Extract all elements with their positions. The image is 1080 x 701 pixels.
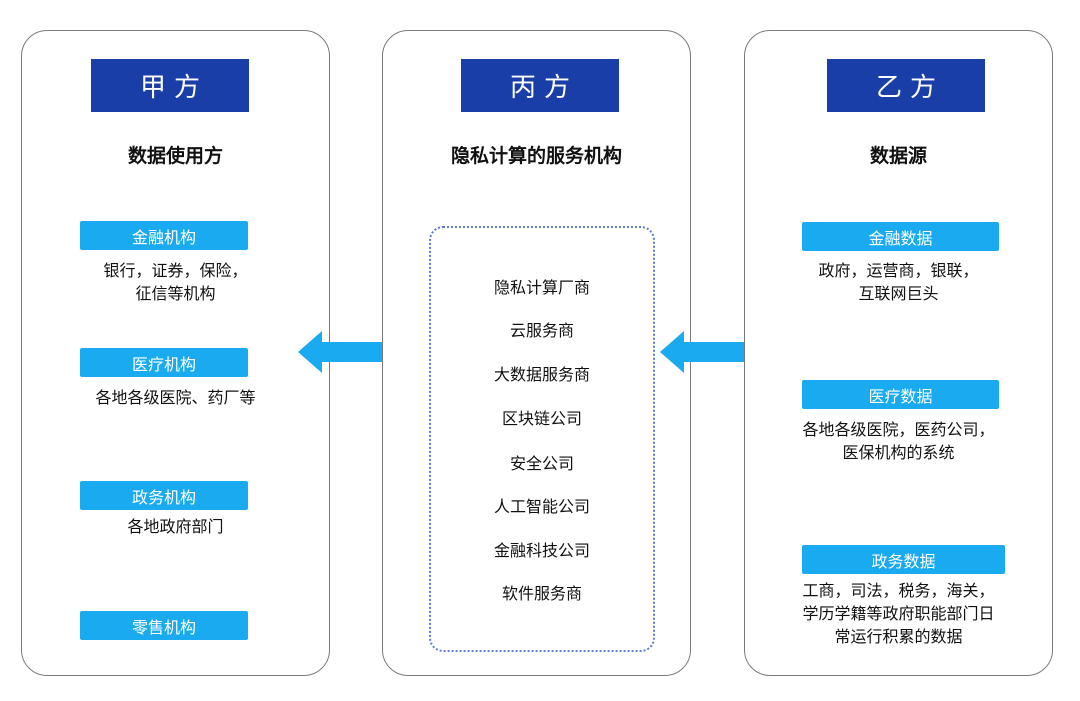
service-item: 隐私计算厂商 (493, 278, 590, 297)
service-item: 云服务商 (509, 321, 574, 340)
desc-line: 政府，运营商，银联， (818, 261, 979, 280)
desc-line: 互联网巨头 (858, 284, 939, 303)
party-b-header: 乙方 (827, 59, 985, 112)
party-c-header: 丙方 (461, 59, 619, 112)
data-user-title: 数据使用方 (127, 145, 223, 167)
desc-line: 各地各级医院，医药公司， (802, 420, 995, 439)
financial-data-desc: 政府，运营商，银联， 互联网巨头 (745, 259, 1052, 305)
financial-institution-desc: 银行，证券，保险， 征信等机构 (22, 259, 329, 305)
service-provider-title: 隐私计算的服务机构 (450, 145, 622, 167)
government-institution-badge: 政务机构 (80, 481, 248, 510)
service-item: 软件服务商 (501, 584, 582, 603)
government-data-badge: 政务数据 (802, 545, 1005, 574)
service-provider-panel: 丙方 隐私计算的服务机构 隐私计算厂商 云服务商 大数据服务商 区块链公司 安全… (382, 30, 691, 676)
financial-institution-badge: 金融机构 (80, 221, 248, 250)
double-arrow-icon (660, 331, 776, 373)
medical-institution-desc: 各地各级医院、药厂等 (22, 386, 329, 409)
medical-institution-badge: 医疗机构 (80, 348, 248, 377)
desc-line: 医保机构的系统 (842, 443, 955, 462)
data-source-title: 数据源 (869, 145, 927, 167)
desc-line: 工商，司法，税务，海关， (802, 581, 995, 600)
double-arrow-icon (298, 331, 414, 373)
desc-line: 学历学籍等政府职能部门日 (802, 604, 995, 623)
desc-line: 银行，证券，保险， (103, 261, 248, 280)
desc-line: 各地政府部门 (127, 517, 224, 536)
government-institution-desc: 各地政府部门 (22, 515, 329, 538)
service-item: 人工智能公司 (493, 497, 590, 516)
service-item: 金融科技公司 (493, 541, 590, 560)
service-item: 安全公司 (509, 454, 574, 473)
desc-line: 征信等机构 (135, 284, 216, 303)
desc-line: 常运行积累的数据 (834, 627, 963, 646)
party-a-header: 甲方 (91, 59, 249, 112)
financial-data-badge: 金融数据 (802, 222, 999, 251)
services-list-box: 隐私计算厂商 云服务商 大数据服务商 区块链公司 安全公司 人工智能公司 金融科… (429, 226, 655, 652)
data-source-panel: 乙方 数据源 金融数据 政府，运营商，银联， 互联网巨头 医疗数据 各地各级医院… (744, 30, 1053, 676)
data-user-panel: 甲方 数据使用方 金融机构 银行，证券，保险， 征信等机构 医疗机构 各地各级医… (21, 30, 330, 676)
service-item: 区块链公司 (501, 409, 582, 428)
retail-institution-badge: 零售机构 (80, 611, 248, 640)
desc-line: 各地各级医院、药厂等 (95, 388, 256, 407)
medical-data-desc: 各地各级医院，医药公司， 医保机构的系统 (745, 418, 1052, 464)
government-data-desc: 工商，司法，税务，海关， 学历学籍等政府职能部门日 常运行积累的数据 (745, 579, 1052, 648)
medical-data-badge: 医疗数据 (802, 380, 999, 409)
service-item: 大数据服务商 (493, 365, 590, 384)
